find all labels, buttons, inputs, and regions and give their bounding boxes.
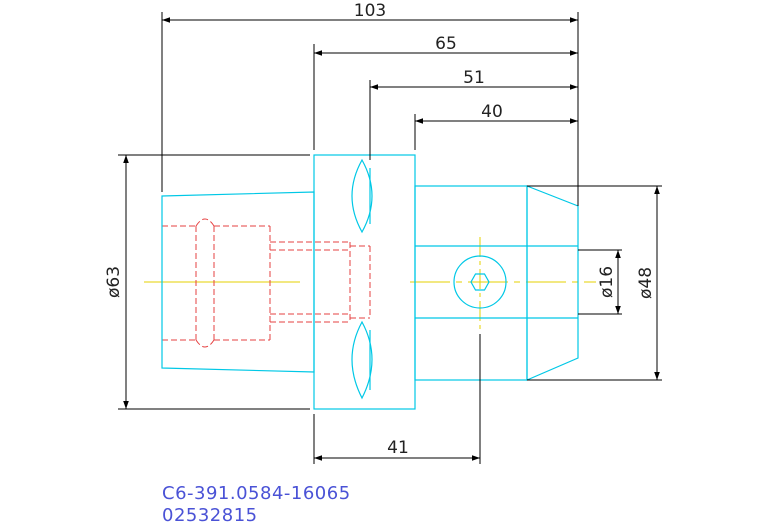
hidden-lines [162,218,371,348]
dimension-labels: 103 65 51 40 41 ø63 ø16 ø48 [104,1,656,458]
dim-label-phi48: ø48 [636,267,656,299]
dimension-lines [118,12,662,464]
nose-taper [526,185,579,381]
o-ring-groove [195,218,215,348]
dim-label-51: 51 [463,68,485,88]
centerlines [144,237,596,330]
hex-socket [470,273,490,291]
dim-label-40: 40 [481,102,503,122]
dim-label-103: 103 [354,1,386,21]
part-serial: 02532815 [162,505,258,523]
part-outline [161,154,579,410]
dim-label-phi16: ø16 [597,266,617,298]
dim-label-41: 41 [387,438,409,458]
drive-slot-bottom [351,320,373,400]
flange [313,154,416,410]
part-identification: C6-391.0584-16065 02532815 [162,483,351,523]
part-code: C6-391.0584-16065 [162,483,351,504]
dim-label-phi63: ø63 [104,266,124,298]
set-screw-circle [453,255,507,309]
drive-slot-top [351,158,373,234]
dim-label-65: 65 [435,34,457,54]
